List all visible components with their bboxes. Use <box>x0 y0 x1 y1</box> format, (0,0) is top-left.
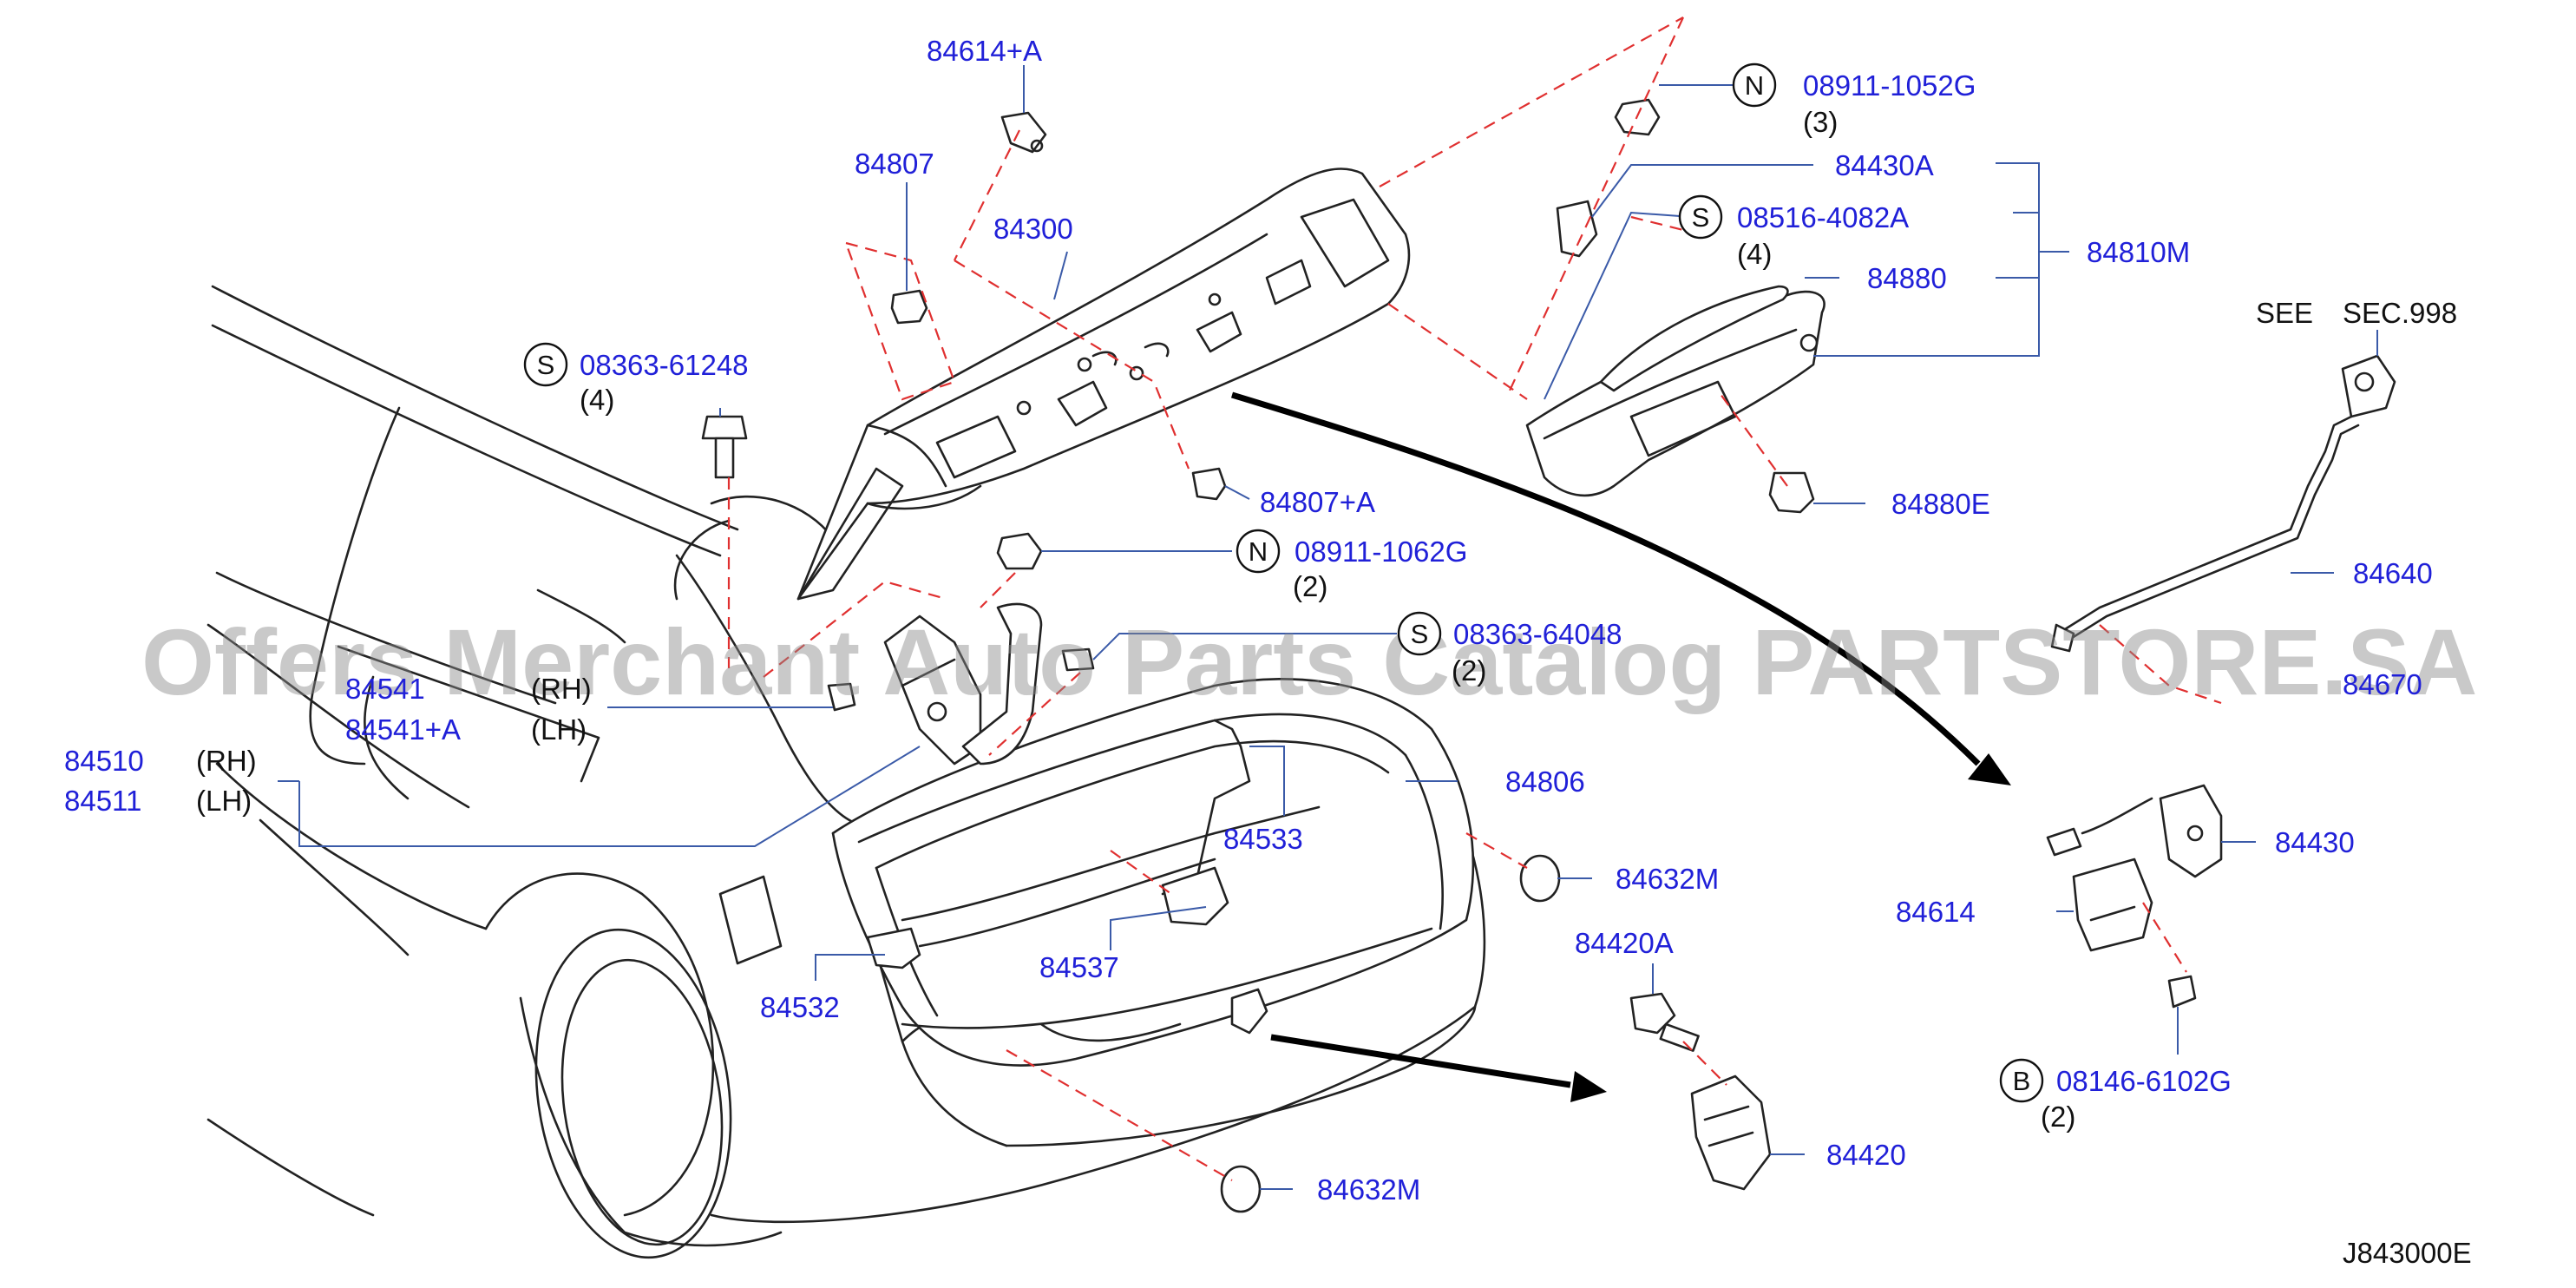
assembly-guides <box>727 16 2222 1181</box>
label-84511: 84511 <box>64 785 141 817</box>
label-84300: 84300 <box>993 213 1073 245</box>
label-08911-1062g: 08911-1062G <box>1295 536 1467 568</box>
label-84670: 84670 <box>2343 668 2422 700</box>
label-84541: 84541 <box>345 673 425 705</box>
see-reference: SEE <box>2256 297 2313 329</box>
side-rh-84510: (RH) <box>196 745 257 777</box>
symbol-s-08363-64048: S <box>1411 619 1429 649</box>
car-body-outline <box>206 285 1486 1259</box>
label-84632m-b: 84632M <box>1317 1173 1420 1206</box>
leader-lines <box>278 65 2378 1190</box>
label-84640: 84640 <box>2353 557 2433 589</box>
qty-08911-1062g: (2) <box>1293 570 1327 602</box>
label-84430a: 84430A <box>1835 149 1934 181</box>
qty-08363-61248: (4) <box>580 384 614 416</box>
symbol-s-08363-61248: S <box>537 350 555 380</box>
label-84532: 84532 <box>760 991 840 1023</box>
section-reference: SEC.998 <box>2343 297 2457 329</box>
drawing-code: J843000E <box>2343 1237 2472 1269</box>
symbol-b-08146-6102g: B <box>2013 1066 2031 1096</box>
side-lh-84541a: (LH) <box>531 713 587 746</box>
label-08911-1052g: 08911-1052G <box>1803 69 1976 102</box>
side-rh-84541: (RH) <box>531 673 592 705</box>
qty-08146-6102g: (2) <box>2041 1101 2075 1133</box>
qty-08911-1052g: (3) <box>1803 106 1838 138</box>
symbol-n-08911-1052g: N <box>1745 70 1764 101</box>
label-84880: 84880 <box>1867 262 1947 294</box>
label-84807: 84807 <box>855 148 934 180</box>
label-84807a: 84807+A <box>1260 486 1375 518</box>
watermark: Offers Merchant Auto Parts Catalog PARTS… <box>141 609 2477 714</box>
trunk-hinge <box>883 602 1043 766</box>
label-08146-6102g: 08146-6102G <box>2056 1065 2232 1097</box>
label-84430: 84430 <box>2275 826 2355 858</box>
trunk-lock <box>2046 784 2223 1009</box>
label-84420: 84420 <box>1826 1139 1906 1171</box>
circled-symbols: N N S S S B <box>523 62 2044 1103</box>
label-84537: 84537 <box>1039 951 1119 983</box>
fasteners <box>701 98 1815 1213</box>
label-08516-4082a: 08516-4082A <box>1737 201 1909 233</box>
label-84420a: 84420A <box>1575 927 1674 959</box>
side-lh-84511: (LH) <box>196 785 252 817</box>
lock-cable <box>2050 354 2396 653</box>
label-84632m-a: 84632M <box>1616 863 1719 895</box>
symbol-n-08911-1062g: N <box>1249 536 1268 567</box>
label-84810m: 84810M <box>2087 236 2190 268</box>
label-84614a: 84614+A <box>927 35 1042 67</box>
label-84880e: 84880E <box>1891 488 1990 520</box>
qty-08516-4082a: (4) <box>1737 238 1772 270</box>
label-84510: 84510 <box>64 745 144 777</box>
trunk-inner-panel <box>796 168 1411 601</box>
label-84541a: 84541+A <box>345 713 461 746</box>
label-08363-64048: 08363-64048 <box>1453 618 1622 650</box>
part-labels: 84614+A 84807 84300 84807+A 08363-61248 … <box>64 35 2472 1269</box>
label-08363-61248: 08363-61248 <box>580 349 749 381</box>
callout-arrows <box>1230 391 2011 1102</box>
label-84806: 84806 <box>1505 766 1585 798</box>
label-84533: 84533 <box>1223 823 1303 855</box>
symbol-s-08516-4082a: S <box>1692 202 1710 233</box>
qty-08363-64048: (2) <box>1452 654 1486 687</box>
trim-assembly <box>1525 285 1825 497</box>
label-84614: 84614 <box>1896 896 1976 928</box>
